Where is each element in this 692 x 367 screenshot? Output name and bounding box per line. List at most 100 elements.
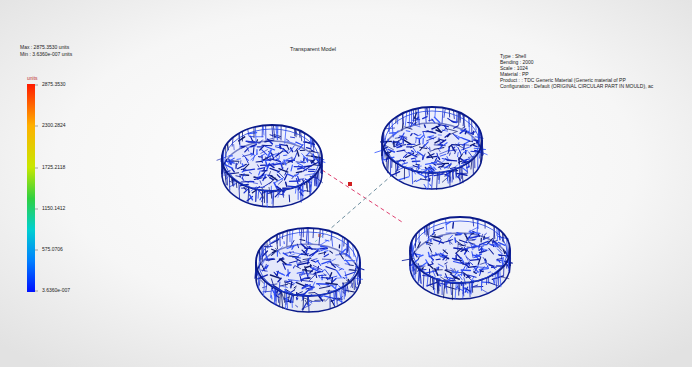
wall-streak xyxy=(459,168,461,184)
stress-streak xyxy=(458,147,461,153)
cup-side xyxy=(359,262,361,278)
wall-streak xyxy=(462,283,464,298)
stress-streak xyxy=(339,269,342,270)
wall-streak xyxy=(392,120,393,137)
wall-streak xyxy=(306,228,307,243)
wall-streak xyxy=(255,189,256,201)
stress-streak xyxy=(289,161,292,162)
stress-streak xyxy=(302,280,313,281)
stress-streak xyxy=(251,155,253,156)
stress-streak xyxy=(236,176,241,177)
stress-streak xyxy=(291,157,292,162)
scale-value: 3.6360e-007 xyxy=(42,288,70,294)
stress-streak xyxy=(469,227,478,232)
stress-streak xyxy=(425,167,426,169)
stress-streak xyxy=(424,125,426,127)
wall-streak xyxy=(460,167,462,179)
stress-streak xyxy=(463,144,465,149)
max-value: Max : 2875.3530 units xyxy=(20,45,69,51)
stress-streak xyxy=(502,258,504,262)
wall-streak xyxy=(445,218,446,230)
wall-streak xyxy=(463,114,465,127)
stress-streak xyxy=(445,134,450,138)
wall-streak xyxy=(438,280,440,294)
stress-streak xyxy=(269,164,275,165)
stress-streak xyxy=(331,265,334,266)
stress-streak xyxy=(436,130,441,132)
wall-streak xyxy=(279,291,281,306)
stress-streak xyxy=(433,269,442,270)
wall-streak xyxy=(468,118,470,134)
stress-streak xyxy=(279,251,281,254)
stress-streak xyxy=(388,149,394,152)
stress-streak xyxy=(482,281,488,283)
wall-streak xyxy=(340,289,341,299)
stress-streak xyxy=(289,261,298,263)
stress-streak xyxy=(454,151,456,153)
stress-streak xyxy=(487,266,489,268)
stress-streak xyxy=(296,142,301,144)
wall-streak xyxy=(239,133,241,149)
cup-top-rim xyxy=(410,217,510,283)
view-title: Transparent Model xyxy=(290,46,336,52)
stress-streak xyxy=(307,242,311,244)
stress-streak xyxy=(435,141,439,143)
color-bar xyxy=(27,84,35,292)
stress-streak xyxy=(317,266,319,269)
stress-streak xyxy=(452,146,455,151)
stress-streak xyxy=(286,182,287,186)
stress-streak xyxy=(457,259,461,260)
stress-streak xyxy=(287,139,290,141)
stress-streak xyxy=(452,271,458,273)
stress-streak xyxy=(429,269,430,274)
wall-streak xyxy=(308,296,310,312)
stress-streak xyxy=(303,258,311,259)
stress-streak xyxy=(457,234,462,235)
stress-streak xyxy=(414,180,416,182)
cup-part xyxy=(375,107,487,190)
stress-streak xyxy=(229,155,232,156)
stress-streak xyxy=(438,134,441,135)
wall-streak xyxy=(428,173,429,182)
cup-inner-rim xyxy=(225,129,319,191)
stress-streak xyxy=(446,232,451,233)
stress-streak xyxy=(271,296,273,299)
stress-streak xyxy=(434,148,444,150)
stress-streak xyxy=(488,282,497,285)
stress-streak xyxy=(448,159,457,161)
stress-streak xyxy=(415,254,417,257)
stress-streak xyxy=(485,260,487,264)
wall-streak xyxy=(265,125,266,139)
stress-streak xyxy=(470,259,479,261)
wall-streak xyxy=(402,113,403,128)
stress-streak xyxy=(306,158,308,161)
stress-streak xyxy=(501,277,509,279)
stress-streak xyxy=(418,135,421,136)
stress-streak xyxy=(302,254,305,256)
wall-streak xyxy=(273,125,274,138)
stress-streak xyxy=(424,142,428,147)
stress-streak xyxy=(454,238,456,242)
stress-streak xyxy=(275,147,283,149)
stress-streak xyxy=(311,301,320,302)
stress-streak xyxy=(392,140,401,144)
wall-streak xyxy=(425,107,426,123)
wall-streak xyxy=(414,265,416,280)
wall-streak xyxy=(300,185,302,202)
stress-streak xyxy=(465,238,469,243)
stress-streak xyxy=(331,278,333,283)
stress-streak xyxy=(479,248,482,250)
stress-streak xyxy=(489,265,493,266)
stress-streak xyxy=(471,236,479,238)
stress-streak xyxy=(259,140,263,144)
stress-streak xyxy=(284,155,287,156)
stress-streak xyxy=(434,228,444,231)
stress-streak xyxy=(242,164,243,166)
stress-streak xyxy=(440,256,444,258)
stress-streak xyxy=(296,254,302,259)
wall-streak xyxy=(433,222,435,235)
wall-streak xyxy=(276,289,277,306)
wall-streak xyxy=(262,190,263,206)
stress-streak xyxy=(320,240,328,245)
